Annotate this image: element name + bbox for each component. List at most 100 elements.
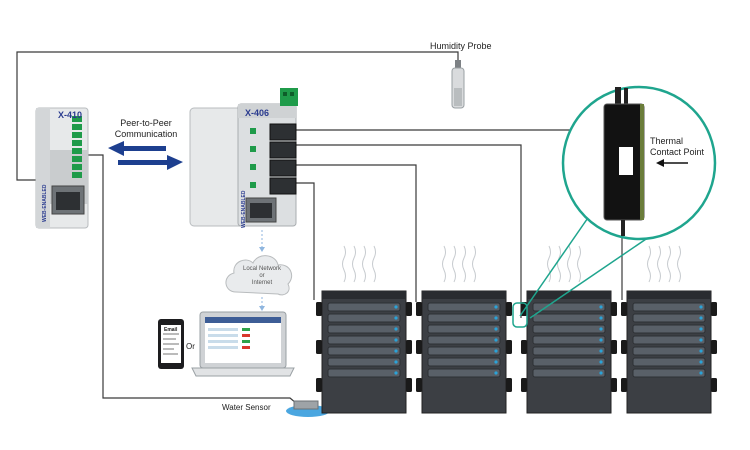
server-bay — [327, 335, 401, 345]
cable-clip — [711, 340, 717, 354]
server-bay — [632, 302, 706, 312]
heat-wave-icon — [567, 245, 571, 283]
server-wire-4 — [296, 182, 315, 300]
cable-clip — [406, 340, 412, 354]
thermal-label-line1: Thermal — [650, 136, 684, 146]
server-led — [599, 349, 603, 353]
heat-wave-icon — [462, 245, 466, 283]
wiring — [16, 51, 623, 404]
server-led — [599, 316, 603, 320]
server-bay — [327, 324, 401, 334]
cable-clip — [416, 378, 422, 392]
server-top — [422, 291, 506, 299]
server-rack — [316, 245, 412, 414]
server-led — [494, 360, 498, 364]
callout-line-2 — [529, 234, 653, 319]
humidity-probe-label: Humidity Probe — [430, 41, 492, 51]
heat-wave-icon — [577, 245, 581, 283]
server-led — [599, 327, 603, 331]
phone-screen-text: Email — [164, 327, 178, 333]
humidity-probe-icon — [451, 60, 465, 109]
callout-line-1 — [519, 211, 593, 317]
cable-clip — [711, 378, 717, 392]
peer-communication-label: Peer-to-Peer Communication — [106, 118, 186, 140]
x406-web-enabled: WEB-ENABLED — [241, 190, 247, 228]
x406-module: X-406 WEB-ENABLED — [189, 88, 298, 228]
cable-clip — [711, 302, 717, 316]
cable-clip — [416, 340, 422, 354]
cable-clip — [611, 378, 617, 392]
server-bay — [427, 313, 501, 323]
thermal-label-line2: Contact Point — [650, 147, 705, 157]
server-led — [494, 338, 498, 342]
server-bay — [427, 368, 501, 378]
server-bay — [632, 324, 706, 334]
thermal-arrow-head — [656, 159, 664, 167]
server-led — [699, 305, 703, 309]
server-led — [699, 360, 703, 364]
server-bay — [532, 357, 606, 367]
server-bay — [532, 368, 606, 378]
server-led — [494, 371, 498, 375]
server-bay — [632, 368, 706, 378]
server-rack — [521, 245, 617, 414]
cable-clip — [406, 302, 412, 316]
heat-wave-icon — [452, 245, 456, 283]
or-label: Or — [186, 342, 195, 351]
heat-wave-icon — [667, 245, 671, 283]
cable-clip — [506, 340, 512, 354]
server-led — [494, 327, 498, 331]
cable-clip — [521, 378, 527, 392]
heat-wave-icon — [352, 245, 356, 283]
cloud-label-line2: or — [259, 273, 265, 279]
water-sensor-icon — [286, 400, 330, 417]
peer-arrows — [108, 141, 183, 170]
server-led — [494, 349, 498, 353]
cloud-label-line3: Internet — [251, 280, 273, 286]
server-top — [322, 291, 406, 299]
heat-wave-icon — [472, 245, 476, 283]
cable-clip — [521, 340, 527, 354]
server-bay — [427, 357, 501, 367]
cable-clip — [621, 302, 627, 316]
server-led — [494, 305, 498, 309]
server-bay — [427, 346, 501, 356]
heat-wave-icon — [657, 245, 661, 283]
server-rack — [416, 245, 512, 414]
cable-clip — [506, 302, 512, 316]
server-bay — [632, 313, 706, 323]
cable-clip — [316, 378, 322, 392]
server-bay — [532, 313, 606, 323]
server-bay — [327, 357, 401, 367]
heat-wave-icon — [647, 245, 651, 283]
x410-web-enabled: WEB-ENABLED — [42, 184, 48, 222]
peer-label-line1: Peer-to-Peer — [120, 118, 172, 128]
server-bay — [327, 302, 401, 312]
heat-wave-icon — [557, 245, 561, 283]
cable-clip — [506, 378, 512, 392]
server-bay — [532, 324, 606, 334]
server-led — [599, 371, 603, 375]
server-led — [699, 327, 703, 331]
server-bay — [327, 346, 401, 356]
water-sensor-label: Water Sensor — [222, 403, 271, 412]
cable-clip — [316, 302, 322, 316]
server-led — [394, 338, 398, 342]
server-bay — [327, 313, 401, 323]
smartphone: Email — [158, 319, 184, 369]
server-bay — [532, 302, 606, 312]
server-led — [394, 316, 398, 320]
heat-wave-icon — [547, 245, 551, 283]
laptop — [191, 311, 295, 377]
server-wire-2 — [296, 144, 522, 318]
server-bay — [632, 357, 706, 367]
server-racks — [316, 245, 717, 414]
server-led — [394, 305, 398, 309]
heat-wave-icon — [442, 245, 446, 283]
server-bay — [532, 346, 606, 356]
cloud-icon — [225, 255, 293, 296]
server-led — [699, 316, 703, 320]
heat-wave-icon — [372, 245, 376, 283]
server-bay — [632, 335, 706, 345]
